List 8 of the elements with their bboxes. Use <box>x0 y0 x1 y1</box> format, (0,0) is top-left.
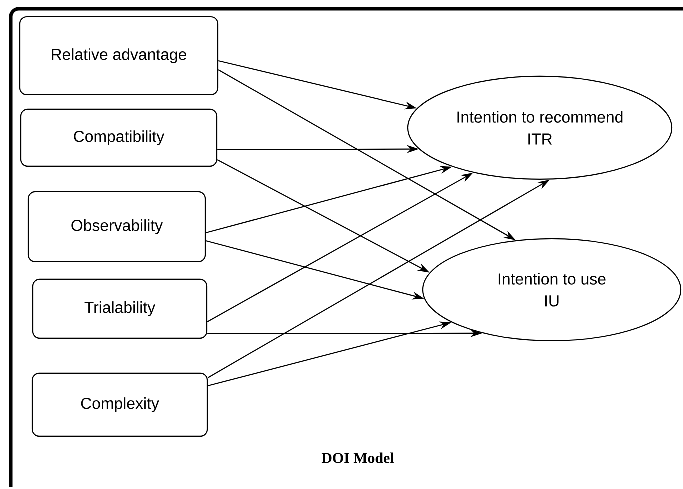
rounded-box: Complexity <box>32 372 208 438</box>
caption: DOI Model <box>322 452 394 464</box>
oval-node: Intention to recommend ITR <box>407 76 673 180</box>
rounded-box: Observability <box>28 191 206 263</box>
rounded-box: Trialability <box>32 278 208 340</box>
rounded-box: Relative advantage <box>19 16 219 96</box>
oval-node: Intention to use IU <box>422 238 682 342</box>
rounded-box: Compatibility <box>20 108 218 168</box>
